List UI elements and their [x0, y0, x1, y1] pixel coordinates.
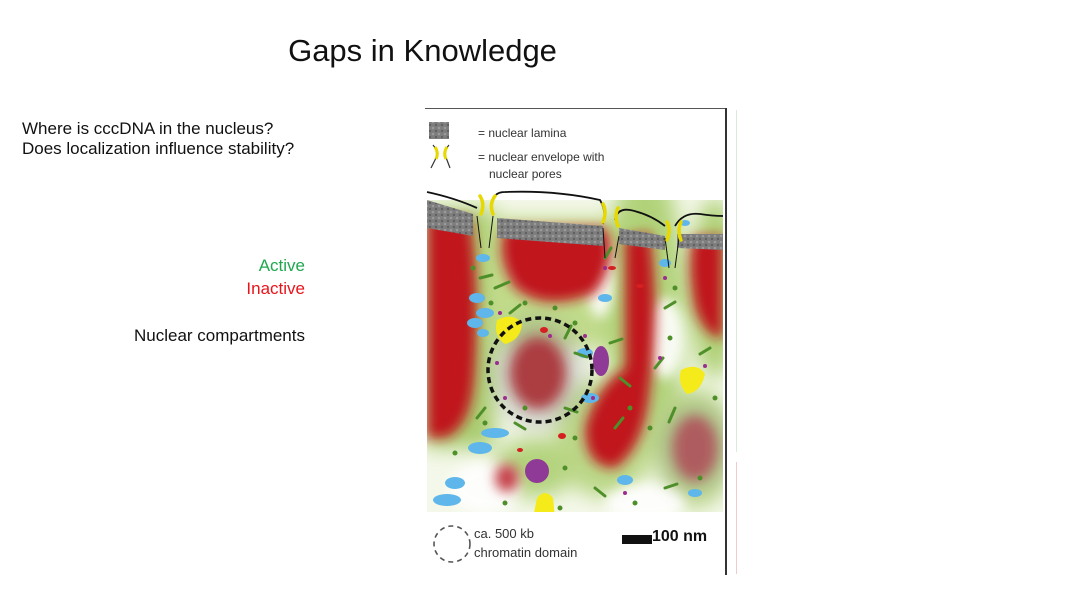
nuclear-compartment-diagram: [426, 122, 724, 563]
scale-bar-icon: [622, 535, 652, 544]
lamina-swatch-icon: [429, 122, 449, 139]
legend-domain-size: ca. 500 kb: [474, 526, 534, 541]
chromatin-domain-legend-icon: [433, 525, 471, 563]
question-localization-stability: Does localization influence stability?: [22, 139, 295, 158]
slide-title: Gaps in Knowledge: [288, 33, 557, 68]
legend-nuclear-pores: nuclear pores: [489, 167, 562, 181]
label-active: Active: [258, 256, 305, 275]
figure-frame-top: [425, 108, 725, 109]
legend-nuclear-envelope: = nuclear envelope with: [478, 150, 605, 164]
legend-chromatin-domain: chromatin domain: [474, 545, 578, 560]
nuclear-envelope: [426, 190, 724, 269]
nuclear-pore-icon: [430, 144, 451, 169]
nucleus-interior: [427, 200, 723, 512]
side-line-red: [736, 462, 737, 574]
legend-nuclear-lamina: = nuclear lamina: [478, 126, 567, 140]
question-cccdna-location: Where is cccDNA in the nucleus?: [22, 119, 274, 138]
chromatin-domain-circle: [486, 316, 594, 424]
label-inactive: Inactive: [246, 279, 305, 298]
side-line-green: [736, 110, 737, 452]
label-nuclear-compartments: Nuclear compartments: [133, 326, 305, 345]
legend-scale-bar: 100 nm: [652, 528, 708, 545]
figure-frame-right: [725, 108, 727, 575]
